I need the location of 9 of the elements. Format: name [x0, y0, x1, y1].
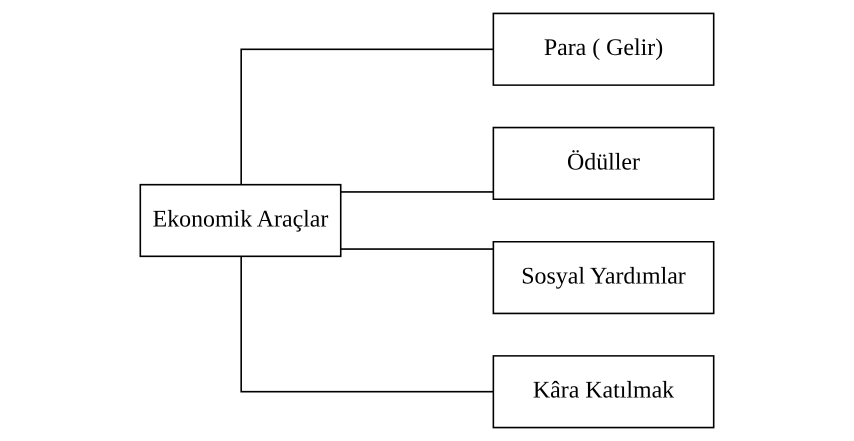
- node-box: Ödüller: [492, 126, 714, 200]
- connector: [341, 191, 494, 193]
- node-box: Para ( Gelir): [492, 12, 714, 86]
- connector: [240, 256, 494, 393]
- node-box: Kâra Katılmak: [492, 355, 714, 428]
- node-box: Ekonomik Araçlar: [140, 184, 342, 258]
- node-box: Sosyal Yardımlar: [492, 240, 714, 314]
- connector: [240, 48, 494, 185]
- connector: [341, 248, 494, 250]
